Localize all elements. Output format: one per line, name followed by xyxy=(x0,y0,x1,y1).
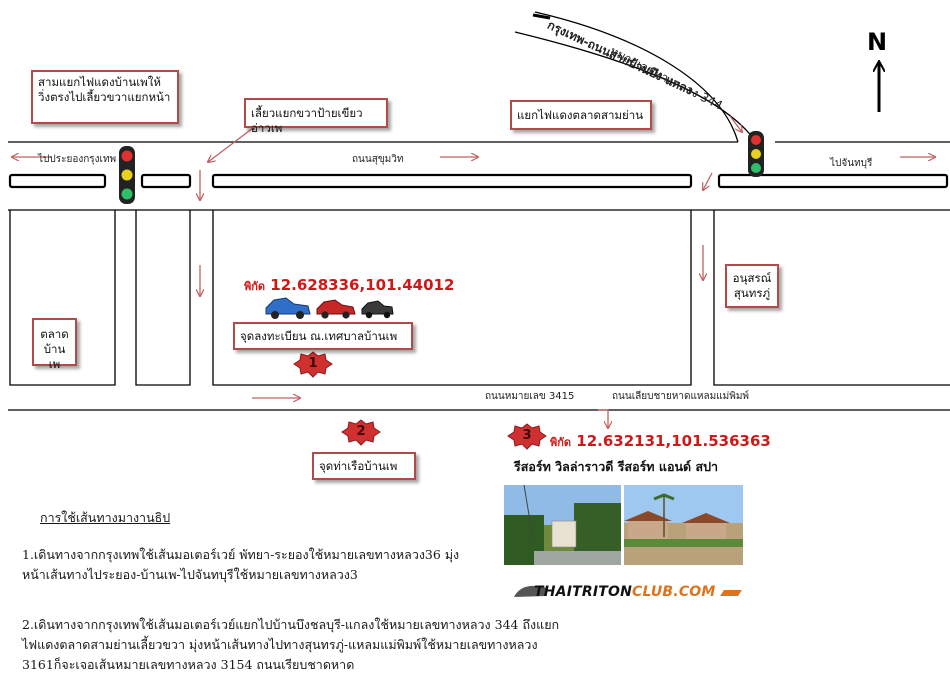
instructions-step-1: 1.เดินทางจากกรุงเทพใช้เส้นมอเตอร์เวย์ พั… xyxy=(22,545,477,585)
coord-value: 12.628336,101.44012 xyxy=(270,276,455,294)
road-stub xyxy=(532,13,551,20)
badge-number-1: 1 xyxy=(308,356,318,371)
label-coastal-road: ถนนเลียบชายหาดแหลมแม่พิมพ์ xyxy=(612,391,750,402)
resort-photo-entrance xyxy=(504,485,621,565)
numbered-badge-icon xyxy=(507,423,547,450)
north-label: N xyxy=(867,28,888,56)
coord-prefix: พิกัด xyxy=(550,436,572,449)
pickup-truck-icon xyxy=(265,297,311,319)
numbered-badge-icon xyxy=(341,419,381,446)
badge-number-3: 3 xyxy=(522,428,532,443)
thaitritonclub-logo: THAITRITONCLUB.COM xyxy=(534,584,716,600)
point-1-coordinate: พิกัด 12.628336,101.44012 xyxy=(244,276,454,295)
point-3-coordinate: พิกัด 12.632131,101.536363 xyxy=(550,432,771,451)
label-to-chanthaburi: ไปจันทบุรี xyxy=(830,158,873,169)
label-sukhumvit: ถนนสุขุมวิท xyxy=(352,154,404,165)
callout-pier-point: จุดท่าเรือบ้านเพ xyxy=(312,452,416,480)
instructions-step-2-text: 2.เดินทางจากกรุงเทพใช้เส้นมอเตอร์เวย์แยก… xyxy=(22,617,560,672)
coord-value: 12.632131,101.536363 xyxy=(576,432,771,450)
pickup-truck-icon xyxy=(316,299,356,319)
logo-car-icon xyxy=(514,585,742,597)
callout-talad-samyan: แยกไฟแดงตลาดสามย่าน xyxy=(510,100,652,130)
badge-number-2: 2 xyxy=(356,424,366,439)
resort-photo-bungalows xyxy=(624,485,743,565)
traffic-light-icon xyxy=(748,131,764,177)
numbered-badge-icon xyxy=(293,351,333,378)
logo-part-2: CLUB.COM xyxy=(632,584,716,600)
callout-turn-right-sign: เลี้ยวแยกขวาป้ายเขียวอ่าวเพ xyxy=(244,98,388,135)
highway-344-road xyxy=(514,11,757,143)
city-blocks xyxy=(8,210,950,411)
instructions-step-2: 2.เดินทางจากกรุงเทพใช้เส้นมอเตอร์เวย์แยก… xyxy=(22,615,567,675)
label-to-rayong-bangkok: ไปประยองกรุงเทพ xyxy=(38,154,117,165)
instructions-title: การใช้เส้นทางมางานธิป xyxy=(40,510,171,525)
resort-name: รีสอร์ท วิลล่าราวดี รีสอร์ท แอนด์ สปา xyxy=(514,459,719,474)
callout-monument: อนุสรณ์สุนทรภู่ xyxy=(725,264,779,308)
road-median xyxy=(8,173,949,189)
direction-arrows xyxy=(12,115,935,428)
coord-prefix: พิกัด xyxy=(244,280,266,293)
logo-part-1: THAITRITON xyxy=(534,584,633,600)
callout-samyaek-banphe: สามแยกไฟแดงบ้านเพให้วิ่งตรงไปเลี้ยวขวาแย… xyxy=(31,70,179,124)
pickup-truck-icon xyxy=(361,300,394,319)
instructions-step-1-text: 1.เดินทางจากกรุงเทพใช้เส้นมอเตอร์เวย์ พั… xyxy=(22,547,460,582)
label-road-3415: ถนนหมายเลข 3415 xyxy=(485,391,575,402)
sukhumvit-road xyxy=(8,141,950,211)
callout-parking-point: จุดลงทะเบียน ณ.เทศบาลบ้านเพ xyxy=(233,322,413,350)
callout-market-banphe: ตลาดบ้านเพ xyxy=(32,318,77,371)
traffic-light-icon xyxy=(119,146,135,204)
